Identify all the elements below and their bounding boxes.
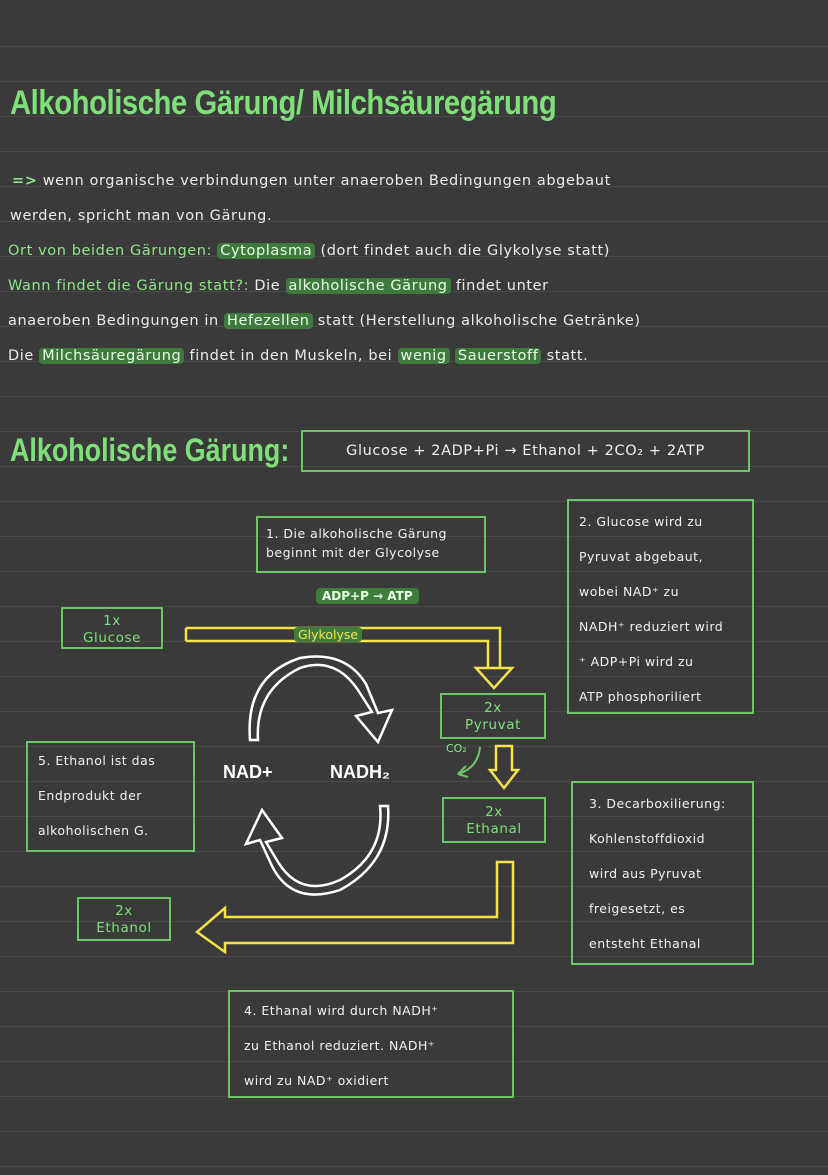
intro-line-5: Die Milchsäuregärung findet in den Muske… — [8, 348, 589, 364]
nadh2-label: NADH₂ — [330, 762, 390, 782]
pyruvat-to-ethanal-arrow — [487, 744, 521, 791]
equation-box: Glucose + 2ADP+Pi → Ethanol + 2CO₂ + 2AT… — [301, 430, 750, 472]
adp-atp-label: ADP+P → ATP — [316, 588, 419, 604]
nad-label: NAD+ — [223, 762, 273, 782]
page-title: Alkoholische Gärung/ Milchsäuregärung — [10, 84, 557, 122]
pyruvat-box: 2x Pyruvat — [440, 693, 546, 739]
ethanol-box: 2x Ethanol — [77, 897, 171, 941]
intro-line-2: werden, spricht man von Gärung. — [10, 208, 273, 224]
highlight-cytoplasma: Cytoplasma — [217, 243, 316, 259]
intro-line-1: => wenn organische verbindungen unter an… — [12, 173, 611, 189]
step-1-box: 1. Die alkoholische Gärung beginnt mit d… — [256, 516, 486, 573]
intro-line-wann: Wann findet die Gärung statt?: Die alkoh… — [8, 278, 549, 294]
step-4-box: 4. Ethanal wird durch NADH⁺ zu Ethanol r… — [228, 990, 514, 1098]
ethanal-to-ethanol-arrow — [194, 860, 515, 955]
step-3-box: 3. Decarboxilierung: Kohlenstoffdioxid w… — [571, 781, 754, 965]
ethanal-box: 2x Ethanal — [442, 797, 546, 843]
co2-label: CO₂ — [446, 742, 467, 755]
step-5-box: 5. Ethanol ist das Endprodukt der alkoho… — [26, 741, 195, 852]
glucose-box: 1x Glucose — [61, 607, 163, 649]
nad-upper-loop-arrow — [248, 655, 395, 745]
co2-arrow — [457, 746, 481, 775]
arrow-icon: => — [12, 173, 38, 189]
section-heading: Alkoholische Gärung: — [10, 432, 290, 468]
glycolysis-arrow — [186, 626, 502, 668]
glykolyse-label: Glykolyse — [294, 627, 363, 642]
step-2-box: 2. Glucose wird zu Pyruvat abgebaut, wob… — [567, 499, 754, 714]
nad-lower-loop-arrow — [243, 804, 390, 896]
intro-line-ort: Ort von beiden Gärungen: Cytoplasma (dor… — [8, 243, 611, 259]
intro-line-4: anaeroben Bedingungen in Hefezellen stat… — [8, 313, 641, 329]
